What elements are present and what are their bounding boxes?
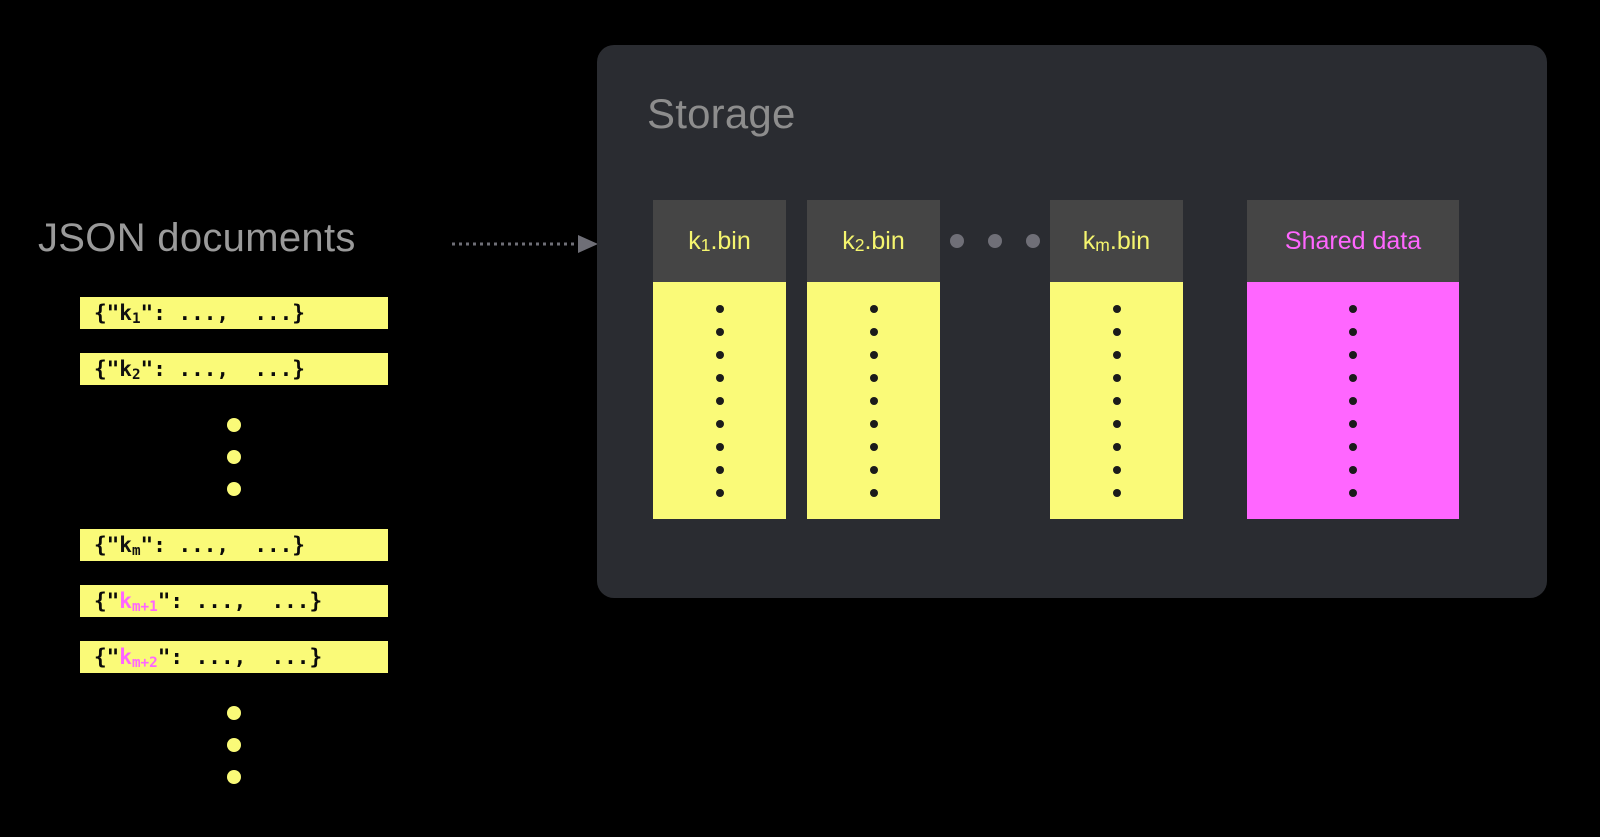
record-dot (869, 396, 878, 405)
list-item: {"km+2": ..., ...} (80, 641, 388, 673)
ellipsis-dot (227, 450, 241, 464)
bin-body-km (1050, 282, 1183, 519)
record-dot (1112, 304, 1121, 313)
record-dot (869, 373, 878, 382)
bin-body-shared-data (1247, 282, 1459, 519)
record-dot (715, 350, 724, 359)
json-documents-list: {"k1": ..., ...} {"k2": ..., ...} {"km":… (80, 297, 388, 817)
arrow-head-icon (578, 235, 598, 253)
ellipsis-dot (1026, 234, 1040, 248)
record-dot (1349, 350, 1357, 359)
record-dot (1349, 465, 1357, 474)
record-dot (869, 304, 878, 313)
record-dot (715, 488, 724, 497)
ellipsis-dot (227, 482, 241, 496)
ellipsis-dot (988, 234, 1002, 248)
record-dot (1112, 488, 1121, 497)
bin-header-shared-data: Shared data (1247, 200, 1459, 282)
record-dot (869, 465, 878, 474)
record-dot (715, 396, 724, 405)
record-dot (715, 419, 724, 428)
record-dot (1349, 442, 1357, 451)
record-dot (1112, 327, 1121, 336)
document-code: {"k1": ..., ...} (94, 300, 305, 328)
json-documents-label: JSON documents (38, 216, 356, 260)
documents-vertical-ellipsis-upper (80, 409, 388, 505)
ellipsis-dot (227, 706, 241, 720)
document-code: {"km": ..., ...} (94, 532, 305, 560)
record-dot (715, 327, 724, 336)
record-dot (1112, 350, 1121, 359)
record-dot (869, 442, 878, 451)
record-dot (715, 304, 724, 313)
record-dot (715, 442, 724, 451)
record-dot (869, 350, 878, 359)
list-item: {"k2": ..., ...} (80, 353, 388, 385)
ellipsis-dot (950, 234, 964, 248)
bin-body-k1 (653, 282, 786, 519)
record-dot (1349, 396, 1357, 405)
storage-column-shared-data[interactable]: Shared data (1247, 200, 1459, 519)
record-dot (1112, 419, 1121, 428)
record-dot (1112, 465, 1121, 474)
document-code: {"km+1": ..., ...} (94, 588, 323, 616)
record-dot (869, 419, 878, 428)
bin-body-k2 (807, 282, 940, 519)
record-dot (1349, 488, 1357, 497)
flow-arrow (452, 235, 598, 253)
columns-horizontal-ellipsis (940, 200, 1050, 282)
record-dot (1349, 419, 1357, 428)
documents-vertical-ellipsis-lower (80, 697, 388, 793)
ellipsis-dot (227, 738, 241, 752)
storage-title: Storage (647, 90, 796, 137)
ellipsis-dot (227, 770, 241, 784)
record-dot (1112, 396, 1121, 405)
document-code: {"k2": ..., ...} (94, 356, 305, 384)
list-item: {"km+1": ..., ...} (80, 585, 388, 617)
list-item: {"km": ..., ...} (80, 529, 388, 561)
record-dot (1112, 442, 1121, 451)
record-dot (1349, 304, 1357, 313)
ellipsis-dot (227, 418, 241, 432)
record-dot (869, 327, 878, 336)
document-code: {"km+2": ..., ...} (94, 644, 323, 672)
record-dot (715, 465, 724, 474)
record-dot (1349, 373, 1357, 382)
record-dot (1349, 327, 1357, 336)
record-dot (869, 488, 878, 497)
record-dot (1112, 373, 1121, 382)
record-dot (715, 373, 724, 382)
list-item: {"k1": ..., ...} (80, 297, 388, 329)
